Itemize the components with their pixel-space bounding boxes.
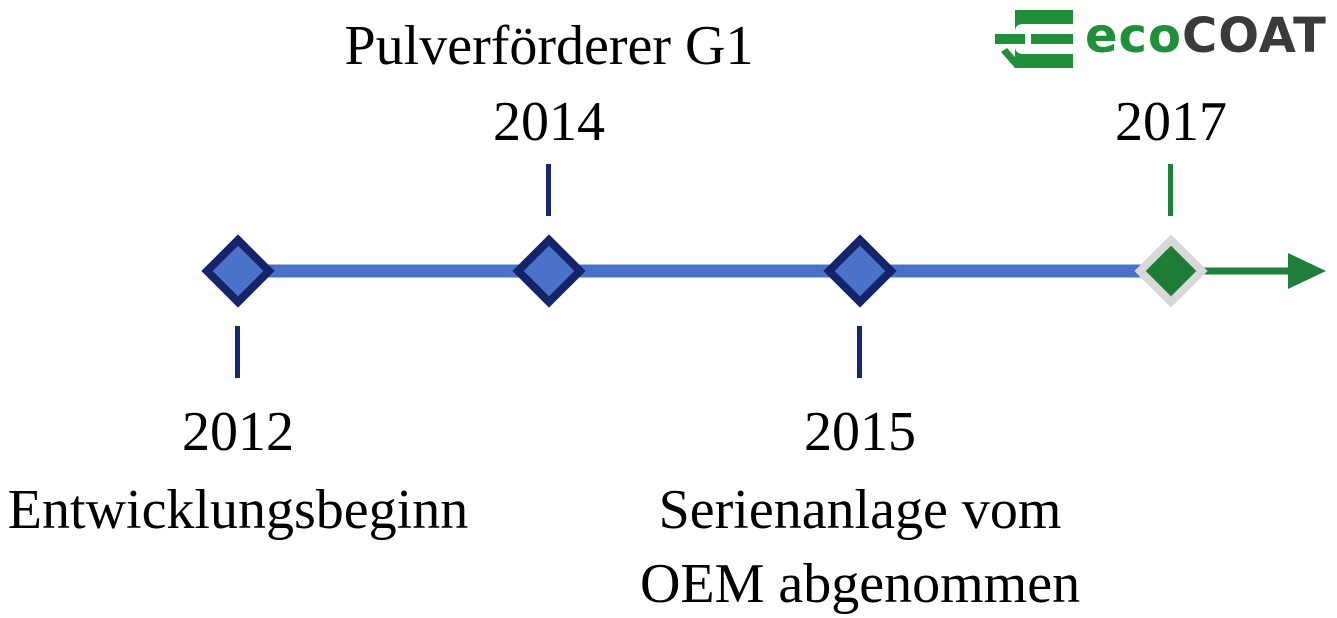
tick-2017 xyxy=(1168,164,1173,216)
milestone-year-2012: 2012 xyxy=(182,401,294,463)
ecocoat-logo-text: ecoCOAT xyxy=(1085,12,1327,60)
milestone-year-2017: 2017 xyxy=(1115,91,1227,153)
milestone-marker-2017 xyxy=(1134,234,1208,308)
ecocoat-logo: ecoCOAT xyxy=(993,6,1326,72)
milestone-marker-2012 xyxy=(201,234,275,308)
timeline-arrow-head xyxy=(1288,253,1326,289)
milestone-text-2015-line2: OEM abgenommen xyxy=(639,553,1081,615)
milestone-text-2012: Entwicklungsbeginn xyxy=(7,479,469,541)
tick-2014 xyxy=(546,164,551,216)
milestone-marker-2014 xyxy=(512,234,586,308)
milestone-text-2015-line1: Serienanlage vom xyxy=(658,479,1062,541)
tick-2012 xyxy=(235,326,240,378)
logo-coat-text: COAT xyxy=(1181,8,1327,64)
milestone-text-2014: Pulverförderer G1 xyxy=(344,15,754,77)
milestone-marker-2015 xyxy=(823,234,897,308)
milestone-year-2015: 2015 xyxy=(804,401,916,463)
logo-eco-text: eco xyxy=(1085,8,1182,64)
ecocoat-logo-icon xyxy=(995,10,1073,68)
tick-2015 xyxy=(857,326,862,378)
milestone-year-2014: 2014 xyxy=(493,91,605,153)
